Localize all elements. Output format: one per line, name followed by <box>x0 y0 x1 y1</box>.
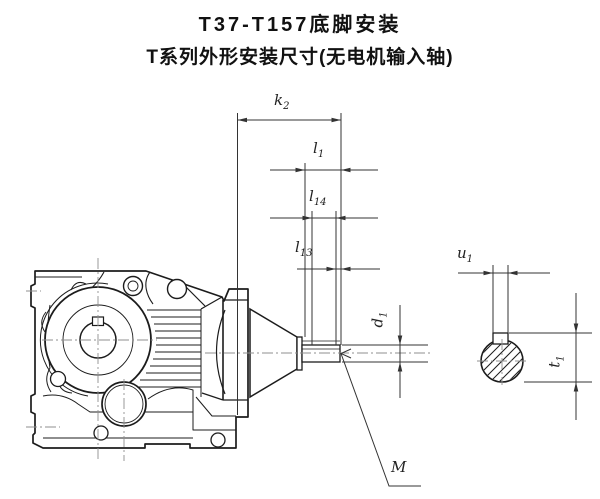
dim-l13 <box>297 266 380 272</box>
eye-bolt-hole <box>122 275 144 297</box>
section-keyway <box>492 332 509 345</box>
dim-label-k2: k2 <box>274 91 290 112</box>
bolt-hole <box>210 432 226 448</box>
dim-l1 <box>270 163 378 337</box>
m-leader <box>339 348 421 487</box>
dim-label-l1: l1 <box>313 139 325 160</box>
input-cone <box>249 307 341 399</box>
centerlines <box>26 258 528 461</box>
dim-label-l13: l13 <box>295 238 313 259</box>
bolt-hole <box>93 425 109 441</box>
dim-k2 <box>237 113 342 415</box>
shaft-collar <box>296 336 303 371</box>
cooling-ribs <box>131 309 201 388</box>
input-bell-housing <box>215 299 248 401</box>
dim-label-d1: d1 <box>368 311 390 328</box>
dim-label-t1: t1 <box>545 355 567 368</box>
bolt-hole <box>49 370 67 388</box>
dim-label-m: M <box>391 458 407 476</box>
dim-label-l14: l14 <box>309 187 327 208</box>
plug-hole <box>166 278 188 300</box>
input-shaft <box>301 344 341 363</box>
dim-label-u1: u1 <box>457 244 474 265</box>
page-subtitle: T系列外形安装尺寸(无电机输入轴) <box>146 47 454 68</box>
dim-d1 <box>342 305 428 398</box>
dimension-lines <box>237 113 592 487</box>
dim-t1 <box>509 293 592 420</box>
page-title: T37-T157底脚安装 <box>198 14 402 36</box>
dim-l14 <box>270 211 378 345</box>
dim-u1 <box>458 265 550 333</box>
